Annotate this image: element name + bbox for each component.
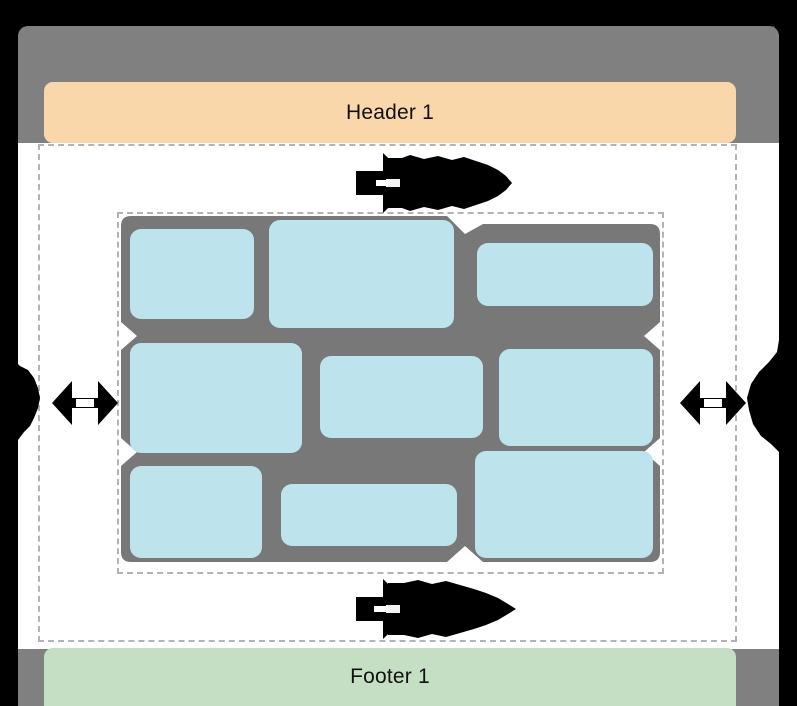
footer-label: Footer 1 [350,665,430,688]
torn-top-edge [18,20,779,70]
brick-6[interactable] [499,349,653,446]
footer-band[interactable]: Footer 1 [44,648,736,706]
brick-3[interactable] [477,243,653,306]
brick-5[interactable] [320,356,483,438]
brick-2[interactable] [269,220,454,328]
masonry-grid [117,212,664,574]
header-band[interactable]: Header 1 [44,82,736,143]
brick-1[interactable] [130,229,254,319]
brick-7[interactable] [130,466,262,558]
inner-dashed-boundary [117,212,664,574]
header-label: Header 1 [346,100,434,124]
brick-4[interactable] [130,343,302,453]
brick-8[interactable] [281,484,457,546]
brick-9[interactable] [475,451,653,558]
